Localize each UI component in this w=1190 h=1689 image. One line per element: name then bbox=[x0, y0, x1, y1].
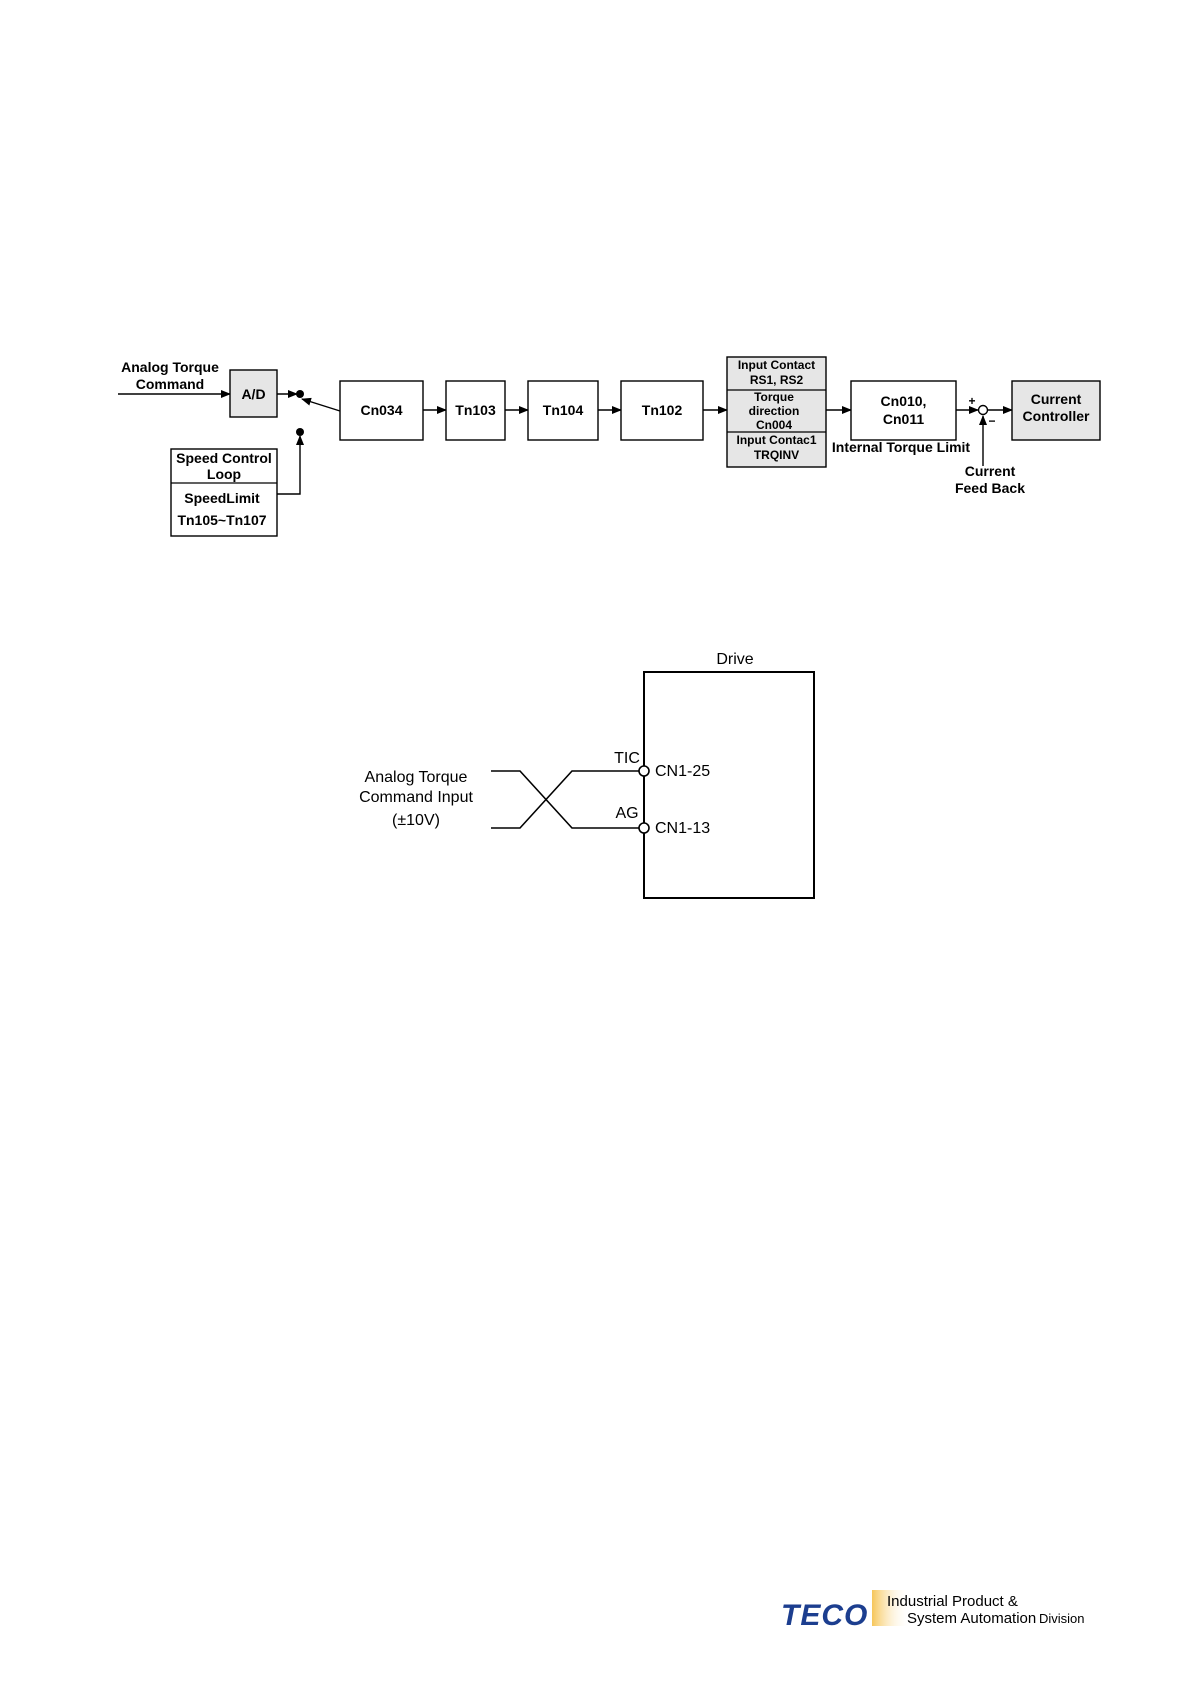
input-contact-stack: Input Contact RS1, RS2 Torque direction … bbox=[726, 356, 827, 468]
switch-contact-top bbox=[296, 390, 304, 398]
speed-control-loop-box: Speed Control Loop SpeedLimit Tn105~Tn10… bbox=[170, 448, 278, 537]
summing-junction bbox=[977, 404, 989, 416]
teco-brand-text: TECO bbox=[781, 1599, 868, 1632]
wiring-input-label-2: Command Input bbox=[359, 789, 473, 806]
analog-torque-command-label-2: Command bbox=[136, 376, 204, 392]
drive-label: Drive bbox=[716, 651, 753, 668]
cn010-label-2: Cn011 bbox=[883, 411, 924, 427]
sum-plus-sign: + bbox=[968, 394, 975, 408]
torque-direction-label-2: direction bbox=[749, 404, 800, 418]
speed-control-loop-title-2: Loop bbox=[207, 466, 241, 482]
ad-label: A/D bbox=[241, 386, 265, 402]
current-feedback-label-1: Current bbox=[965, 463, 1016, 479]
input-contact-trqinv-label-1: Input Contac1 bbox=[737, 433, 817, 447]
input-contact-trqinv-label-2: TRQINV bbox=[754, 448, 799, 462]
cn1-13-terminal bbox=[638, 822, 650, 834]
tn102-label: Tn102 bbox=[642, 402, 683, 418]
footer-line-1: Industrial Product & bbox=[887, 1593, 1018, 1610]
torque-direction-label-1: Torque bbox=[754, 390, 794, 404]
footer-line-2b: Division bbox=[1039, 1611, 1085, 1626]
footer-line-2a: System Automation bbox=[907, 1610, 1036, 1627]
input-contact-rs-label-1: Input Contact bbox=[738, 358, 815, 372]
input-contact-rs-label-2: RS1, RS2 bbox=[750, 373, 804, 387]
internal-torque-limit-label: Internal Torque Limit bbox=[832, 439, 971, 455]
current-controller-label-2: Controller bbox=[1023, 408, 1090, 424]
cn034-block bbox=[339, 380, 424, 441]
analog-torque-command-label-1: Analog Torque bbox=[121, 359, 219, 375]
wiring-diagram: Drive Analog Torque Command Input (±10V)… bbox=[359, 651, 815, 899]
cn1-13-label: CN1-13 bbox=[655, 820, 710, 837]
speed-limit-label: SpeedLimit bbox=[184, 490, 260, 506]
teco-footer-logo: TECO Industrial Product & System Automat… bbox=[781, 1590, 1085, 1632]
switch-arm bbox=[301, 397, 341, 412]
tn104-label: Tn104 bbox=[543, 402, 584, 418]
ag-label: AG bbox=[615, 805, 638, 822]
current-feedback-label-2: Feed Back bbox=[955, 480, 1025, 496]
wiring-input-label-3: (±10V) bbox=[392, 812, 440, 829]
torque-direction-label-3: Cn004 bbox=[756, 418, 792, 432]
cn1-25-terminal bbox=[638, 765, 650, 777]
wiring-input-label-1: Analog Torque bbox=[365, 769, 468, 786]
speed-limit-params: Tn105~Tn107 bbox=[177, 512, 266, 528]
torque-block-diagram: Analog Torque Command A/D Speed Control … bbox=[118, 356, 1101, 537]
cn010-label-1: Cn010, bbox=[881, 393, 927, 409]
switch-contact-bottom bbox=[296, 428, 304, 436]
drive-box bbox=[643, 671, 815, 899]
tn102-block bbox=[620, 380, 704, 441]
cn034-label: Cn034 bbox=[360, 402, 402, 418]
logo-wing-shape bbox=[872, 1590, 910, 1626]
current-controller-block bbox=[1011, 380, 1101, 441]
cn1-25-label: CN1-25 bbox=[655, 763, 710, 780]
current-controller-label-1: Current bbox=[1031, 391, 1082, 407]
speed-control-loop-title-1: Speed Control bbox=[176, 450, 272, 466]
sum-minus-sign: − bbox=[988, 414, 995, 428]
twisted-wire-b bbox=[491, 770, 640, 829]
tic-label: TIC bbox=[614, 750, 640, 767]
tn104-block bbox=[527, 380, 599, 441]
tn103-label: Tn103 bbox=[455, 402, 496, 418]
speed-loop-to-switch-line bbox=[277, 435, 304, 495]
